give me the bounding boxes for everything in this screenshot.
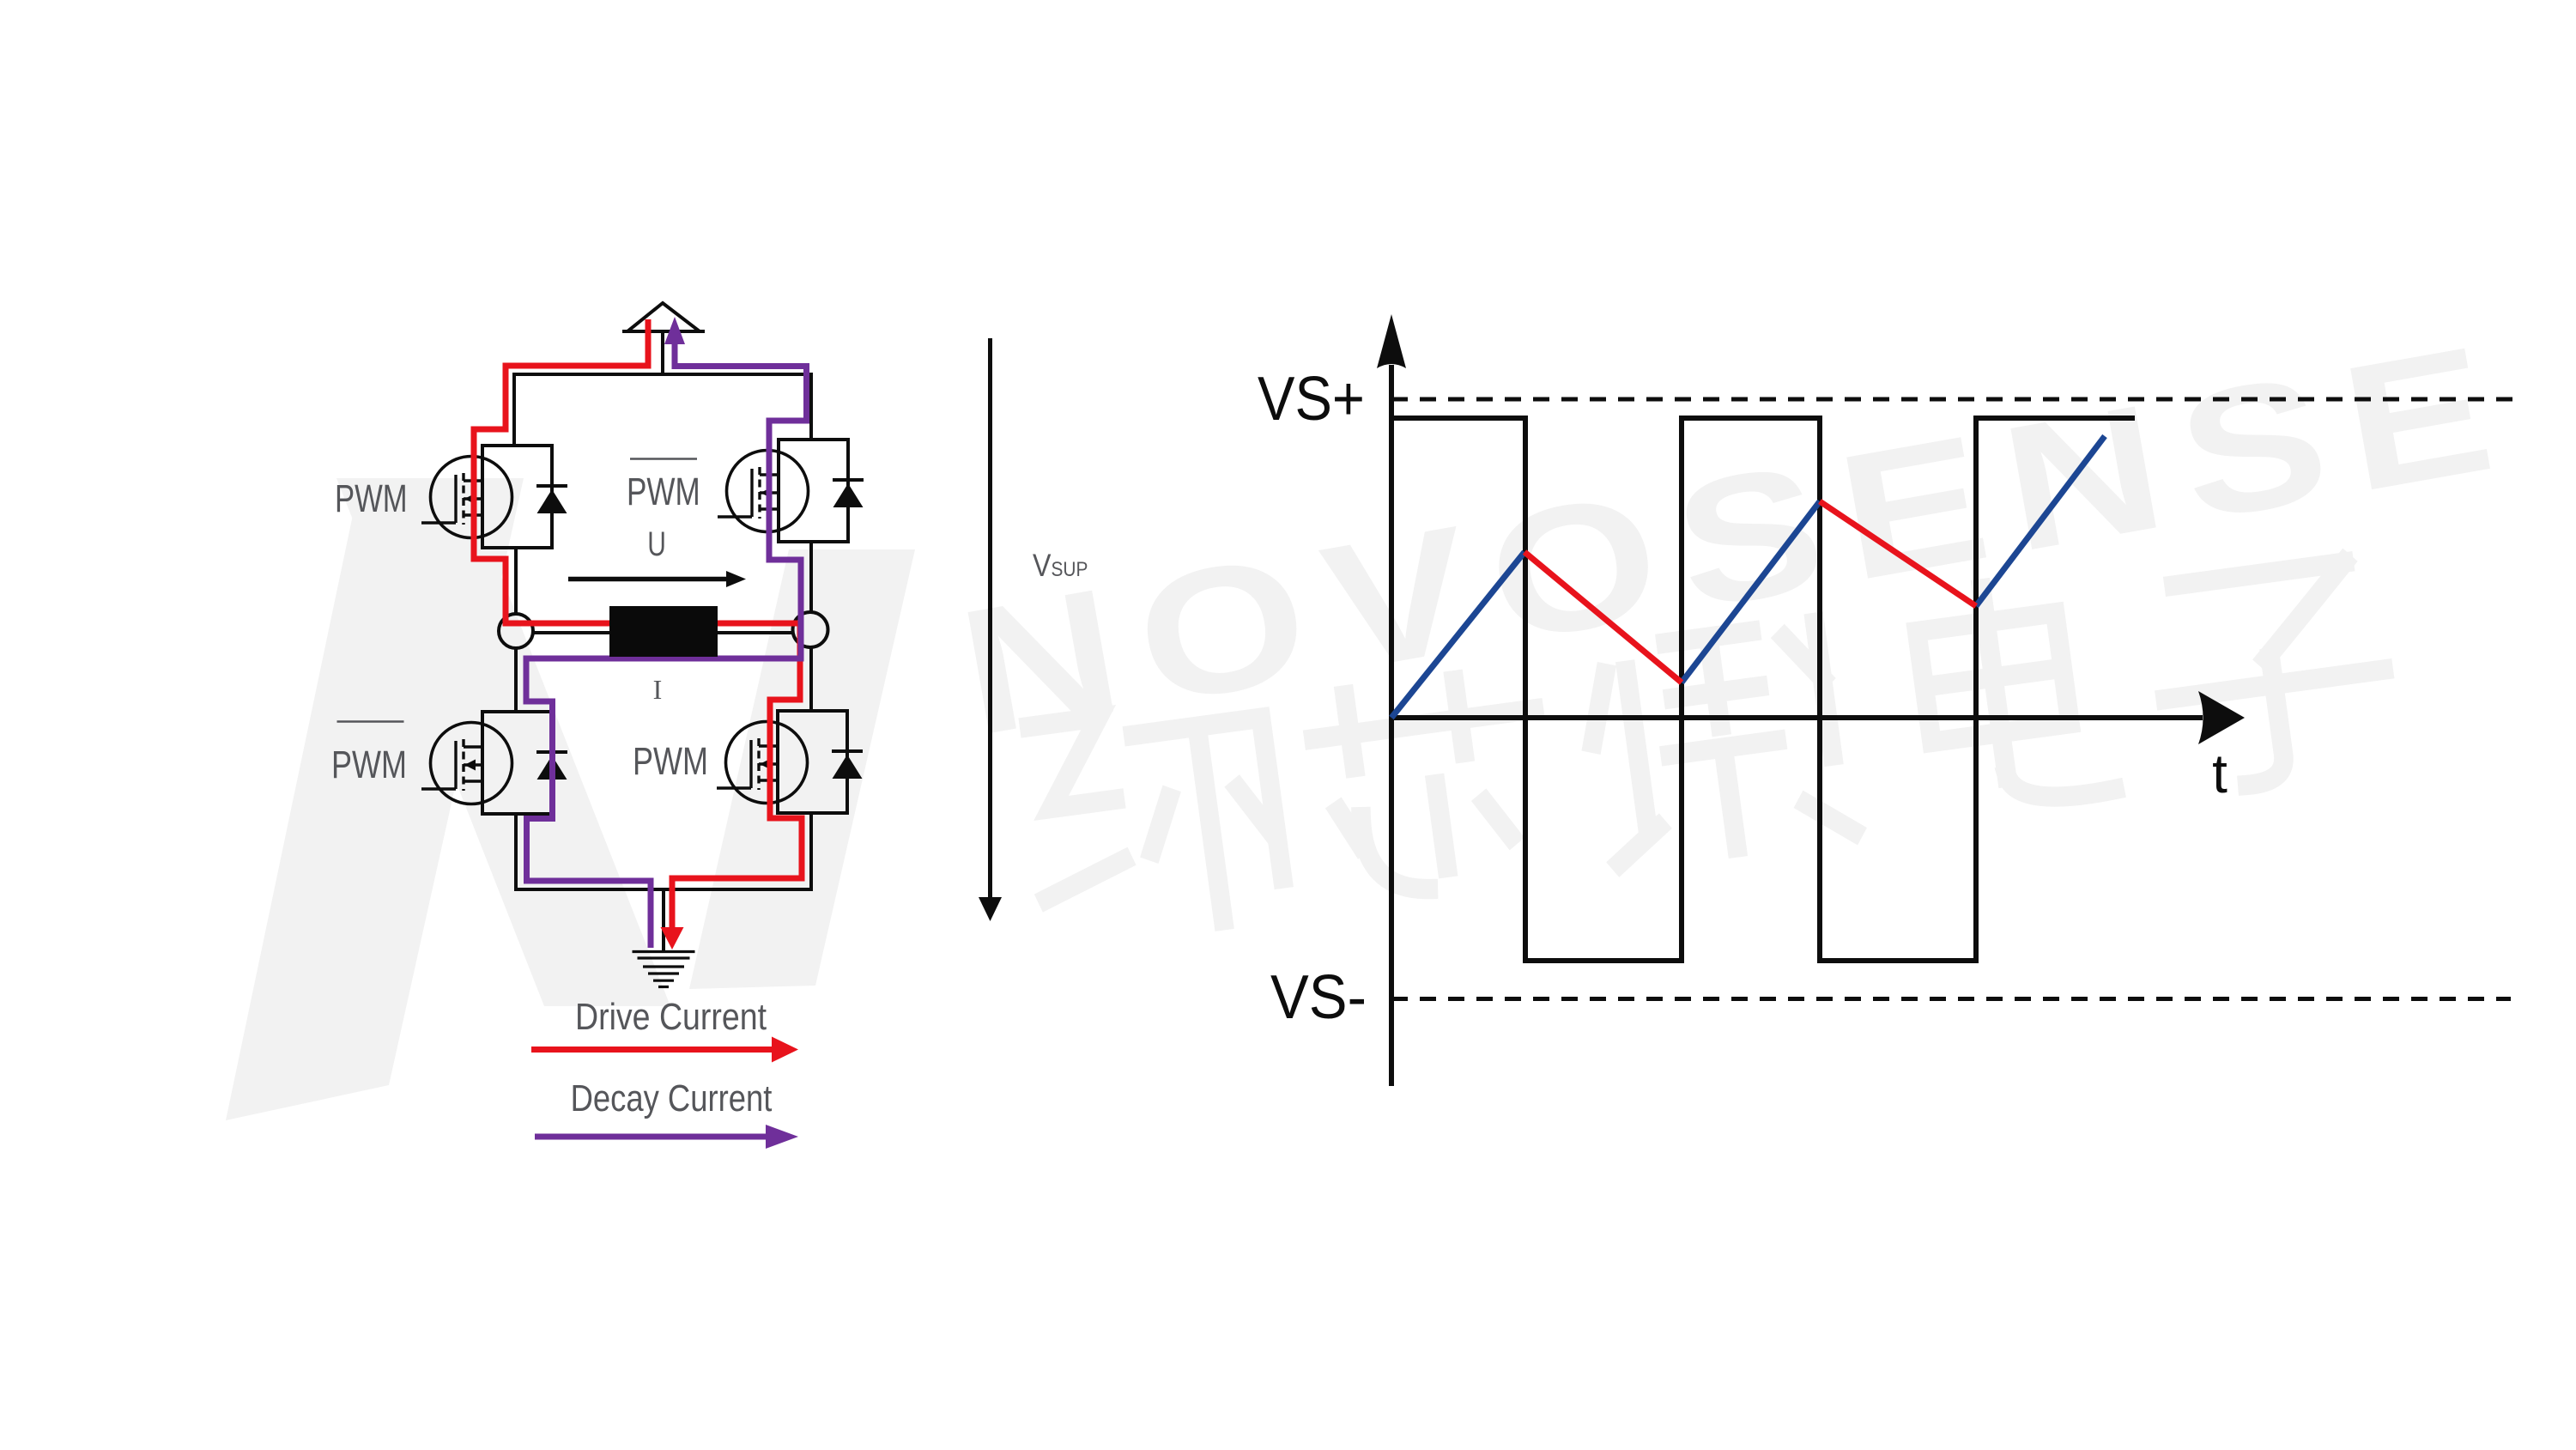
svg-text:VS+: VS+ xyxy=(1258,364,1365,434)
svg-text:Drive Current: Drive Current xyxy=(575,995,767,1037)
svg-text:Decay Current: Decay Current xyxy=(571,1077,773,1119)
svg-text:t: t xyxy=(2212,743,2227,804)
svg-text:PWM: PWM xyxy=(633,739,708,783)
svg-text:I: I xyxy=(653,674,663,705)
svg-text:PWM: PWM xyxy=(331,743,407,786)
svg-text:VS-: VS- xyxy=(1270,962,1367,1032)
svg-text:U: U xyxy=(647,525,666,563)
svg-text:PWM: PWM xyxy=(335,477,408,520)
svg-text:PWM: PWM xyxy=(627,470,700,513)
